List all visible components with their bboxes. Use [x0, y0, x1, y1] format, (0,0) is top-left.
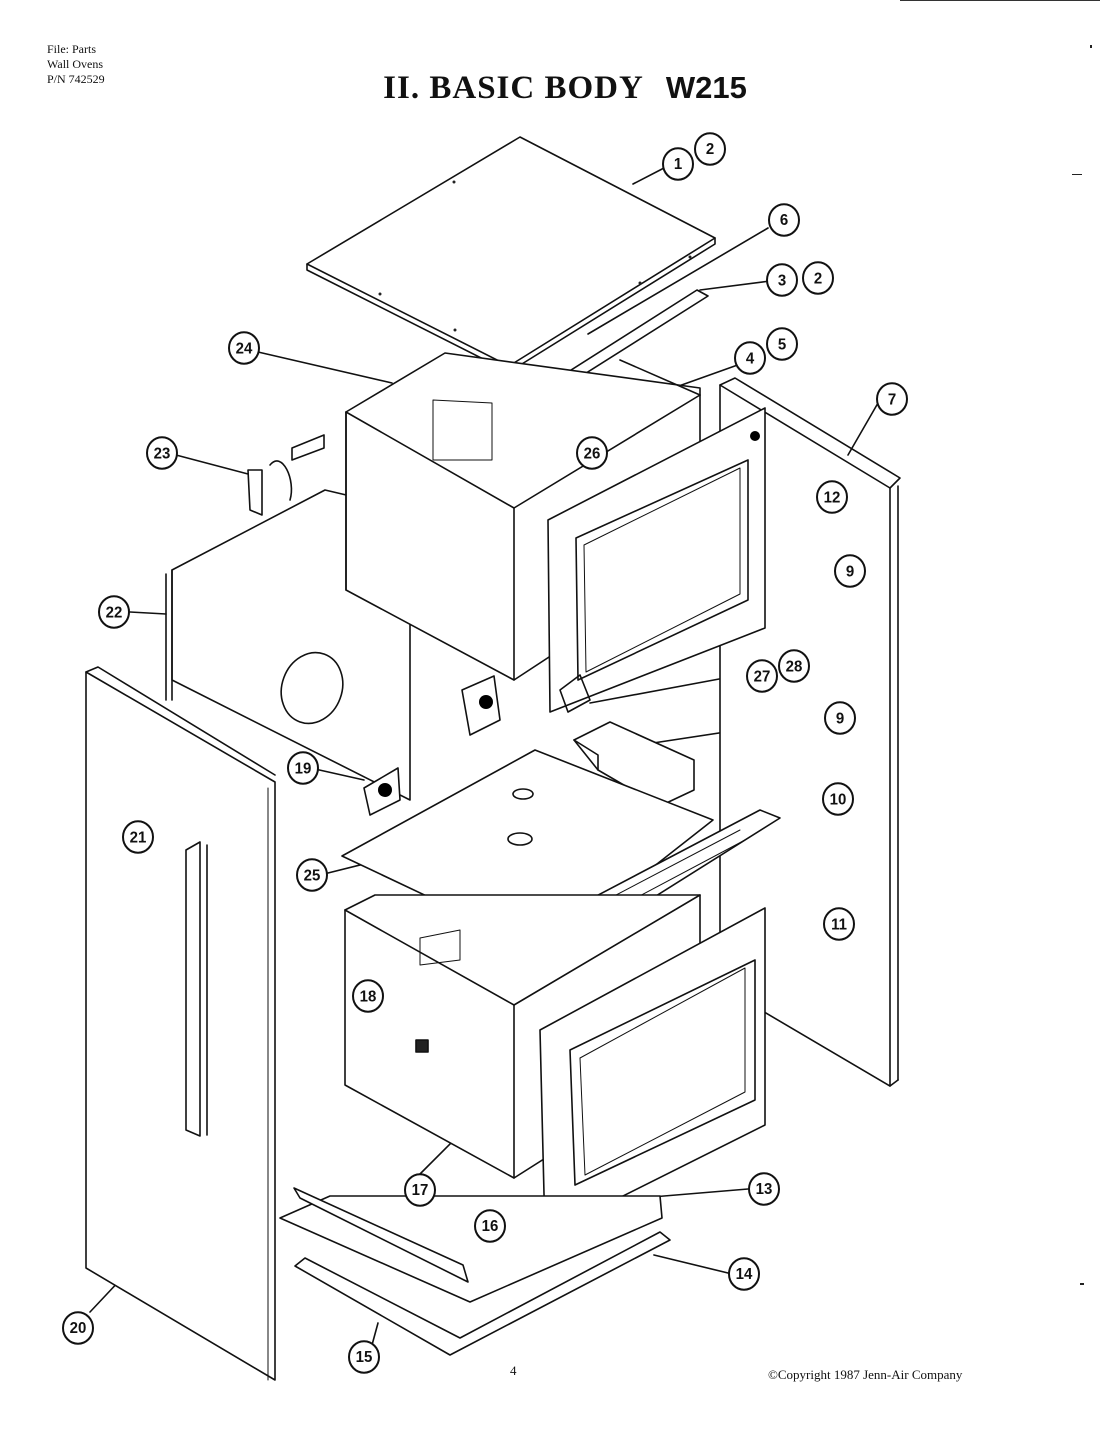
callout-part-9: 9 [834, 554, 866, 588]
callout-part-4: 4 [734, 341, 766, 375]
bracket-part [363, 767, 401, 816]
callout-part-14: 14 [728, 1257, 760, 1291]
margin-mark [1080, 1283, 1084, 1285]
middle-bracket-part [461, 675, 501, 736]
callout-part-11: 11 [823, 907, 855, 941]
callout-part-22: 22 [98, 595, 130, 629]
callout-part-19: 19 [287, 751, 319, 785]
callout-part-7: 7 [876, 382, 908, 416]
model-number: W215 [665, 70, 747, 105]
callout-part-9-second: 9 [824, 701, 856, 735]
vertical-trim-part [185, 841, 208, 1137]
callout-part-5: 5 [766, 327, 798, 361]
top-panel-part [306, 136, 716, 373]
margin-mark [1090, 45, 1092, 48]
callout-part-17: 17 [404, 1173, 436, 1207]
top-edge-rule [900, 0, 1100, 1]
callout-part-15: 15 [348, 1340, 380, 1374]
category-line: Wall Ovens [47, 57, 104, 71]
channel-part [573, 721, 695, 807]
callout-part-28: 28 [778, 649, 810, 683]
callout-part-10: 10 [822, 782, 854, 816]
callout-part-12: 12 [816, 480, 848, 514]
callout-part-18: 18 [352, 979, 384, 1013]
upper-front-frame-part [547, 407, 766, 713]
file-line: File: Parts [47, 42, 97, 56]
upper-hinge-part [559, 674, 591, 713]
wire-assembly-part [247, 434, 325, 516]
page-title: II. BASIC BODY W215 [0, 70, 1100, 107]
copyright-notice: ©Copyright 1987 Jenn-Air Company [768, 1367, 963, 1382]
file-info: File: Parts Wall Ovens P/N 742529 [47, 42, 105, 87]
callout-part-1: 1 [662, 147, 694, 181]
margin-mark [1072, 174, 1082, 175]
callout-part-6: 6 [768, 203, 800, 237]
switch-part [415, 1039, 429, 1053]
callout-part-20: 20 [62, 1311, 94, 1345]
page-number: 4 [510, 1363, 517, 1378]
callout-part-23: 23 [146, 436, 178, 470]
callout-part-24: 24 [228, 331, 260, 365]
bottom-assembly-part [279, 1187, 671, 1356]
section-title: II. BASIC BODY [383, 70, 644, 106]
callout-part-25: 25 [296, 858, 328, 892]
callout-part-3: 3 [766, 263, 798, 297]
callout-part-13: 13 [748, 1172, 780, 1206]
callout-part-2-second: 2 [802, 261, 834, 295]
lower-front-frame-part [539, 907, 766, 1236]
callout-part-27: 27 [746, 659, 778, 693]
left-side-panel-part [85, 666, 276, 1381]
callout-part-16: 16 [474, 1209, 506, 1243]
part-number-line: P/N 742529 [47, 72, 105, 86]
callout-part-2: 2 [694, 132, 726, 166]
callout-part-26: 26 [576, 436, 608, 470]
callout-part-21: 21 [122, 820, 154, 854]
